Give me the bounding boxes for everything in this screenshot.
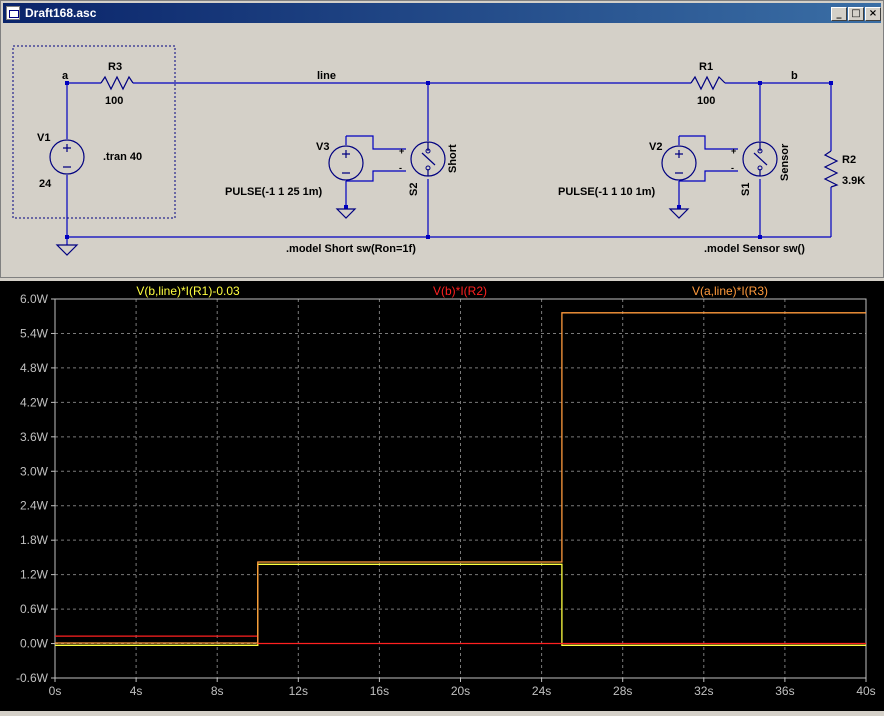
plot-grid <box>51 298 867 682</box>
r1-name: R1 <box>699 61 713 73</box>
x-axis-labels: 0s 4s 8s 12s 16s 20s 24s 28s 32s 36s 40s <box>49 684 876 698</box>
source-v1[interactable] <box>49 139 85 175</box>
v2-name: V2 <box>649 141 662 153</box>
net-label-a: a <box>62 70 69 82</box>
x-tick-label: 36s <box>775 684 794 698</box>
switch-s1[interactable] <box>742 141 778 177</box>
resistor-r2[interactable] <box>823 150 839 188</box>
s2-minus: - <box>399 163 402 173</box>
y-tick-label: 2.4W <box>20 499 49 513</box>
v3-name: V3 <box>316 141 329 153</box>
ground-icon <box>335 208 357 219</box>
y-tick-label: -0.6W <box>16 671 49 685</box>
waveform-viewer[interactable]: V(b,line)*I(R1)-0.03 V(b)*I(R2) V(a,line)*… <box>0 281 884 711</box>
ground-icon <box>55 244 79 256</box>
r2-value: 3.9K <box>842 175 865 187</box>
model-sensor-directive[interactable]: .model Sensor sw() <box>704 243 805 255</box>
r2-name: R2 <box>842 154 856 166</box>
source-v3[interactable] <box>328 145 364 181</box>
x-tick-label: 28s <box>613 684 632 698</box>
v3-value: PULSE(-1 1 25 1m) <box>225 186 323 198</box>
wires <box>66 82 832 245</box>
ground-icon <box>668 208 690 219</box>
plot-frame <box>54 298 867 679</box>
legend-entry[interactable]: V(b,line)*I(R1)-0.03 <box>136 284 240 298</box>
waveform-plot[interactable]: V(b,line)*I(R1)-0.03 V(b)*I(R2) V(a,line)*… <box>0 281 884 711</box>
trace-legend: V(b,line)*I(R1)-0.03 V(b)*I(R2) V(a,line)*… <box>136 284 768 298</box>
r3-value: 100 <box>105 95 123 107</box>
y-tick-label: 4.2W <box>20 395 49 409</box>
trace-line[interactable] <box>55 563 866 646</box>
source-v2[interactable] <box>661 145 697 181</box>
y-tick-label: 0.0W <box>20 637 49 651</box>
x-tick-label: 20s <box>451 684 470 698</box>
legend-entry[interactable]: V(a,line)*I(R3) <box>692 284 768 298</box>
y-tick-label: 1.8W <box>20 533 49 547</box>
x-tick-label: 0s <box>49 684 62 698</box>
y-tick-label: 0.6W <box>20 602 49 616</box>
s2-name: S2 <box>408 183 420 196</box>
y-tick-label: 1.2W <box>20 568 49 582</box>
trace-line[interactable] <box>55 312 866 644</box>
r1-value: 100 <box>697 95 715 107</box>
schematic-window: Draft168.asc _ □ × <box>0 0 884 278</box>
x-tick-label: 12s <box>289 684 308 698</box>
net-label-b: b <box>791 70 798 82</box>
schematic-svg[interactable]: a line b R3 100 R1 100 R2 3.9K V1 24 .tr… <box>8 27 878 273</box>
close-button[interactable]: × <box>865 7 881 21</box>
s1-model: Sensor <box>779 143 791 181</box>
selection-box <box>12 45 176 219</box>
v2-value: PULSE(-1 1 10 1m) <box>558 186 656 198</box>
resistor-r3[interactable] <box>100 75 134 91</box>
s2-model: Short <box>447 144 459 173</box>
s2-plus: + <box>399 146 404 156</box>
legend-entry[interactable]: V(b)*I(R2) <box>433 284 487 298</box>
x-tick-label: 32s <box>694 684 713 698</box>
maximize-button[interactable]: □ <box>848 7 864 21</box>
switch-s2[interactable] <box>410 141 446 177</box>
v1-value: 24 <box>39 178 52 190</box>
model-short-directive[interactable]: .model Short sw(Ron=1f) <box>286 243 416 255</box>
s1-plus: + <box>731 146 736 156</box>
y-tick-label: 3.6W <box>20 430 49 444</box>
window-title: Draft168.asc <box>25 6 97 20</box>
y-tick-label: 6.0W <box>20 292 49 306</box>
junctions <box>65 81 833 239</box>
v1-name: V1 <box>37 132 50 144</box>
x-tick-label: 4s <box>130 684 143 698</box>
x-tick-label: 24s <box>532 684 551 698</box>
s1-name: S1 <box>740 183 752 196</box>
minimize-button[interactable]: _ <box>831 7 847 21</box>
schematic-doc-icon <box>6 6 20 20</box>
y-axis-labels: -0.6W 0.0W 0.6W 1.2W 1.8W 2.4W 3.0W 3.6W 4.2W 4.8… <box>16 292 49 685</box>
schematic-canvas[interactable]: a line b R3 100 R1 100 R2 3.9K V1 24 .tr… <box>8 27 878 273</box>
resistor-r1[interactable] <box>690 75 726 91</box>
x-tick-label: 16s <box>370 684 389 698</box>
x-tick-label: 8s <box>211 684 224 698</box>
traces <box>55 312 866 646</box>
x-tick-label: 40s <box>856 684 875 698</box>
s1-minus: - <box>731 163 734 173</box>
y-tick-label: 3.0W <box>20 464 49 478</box>
y-tick-label: 4.8W <box>20 361 49 375</box>
net-label-line: line <box>317 70 336 82</box>
y-tick-label: 5.4W <box>20 326 49 340</box>
r3-name: R3 <box>108 61 122 73</box>
tran-directive[interactable]: .tran 40 <box>103 151 142 163</box>
title-bar[interactable]: Draft168.asc _ □ × <box>3 3 881 23</box>
